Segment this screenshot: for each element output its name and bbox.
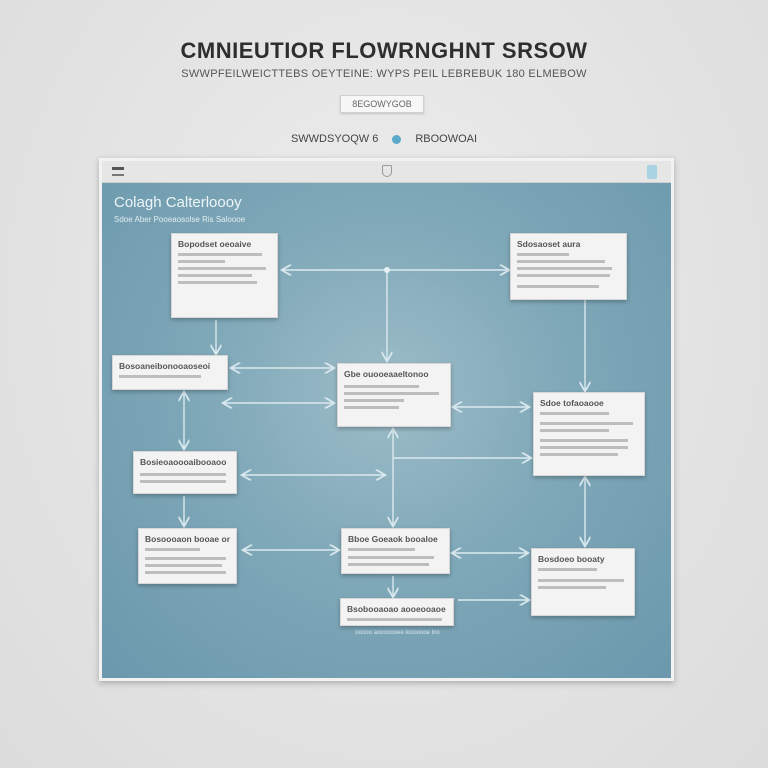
flow-node[interactable]: Gbe ouooeaaeltonoo	[337, 363, 451, 427]
flow-node[interactable]: Bosdoeo booaty	[531, 548, 635, 616]
flow-node[interactable]: Bopodset oeoaive	[171, 233, 278, 318]
flow-node[interactable]: Bsobooaoao aooeooaoe	[340, 598, 454, 626]
footer-note: ooooo aooooooee looooooe loo	[355, 630, 440, 636]
flow-node[interactable]: Bosoooaon booae ono	[138, 528, 237, 584]
flow-node[interactable]: Sdosaoset aura	[510, 233, 627, 300]
flow-node[interactable]: Bosieoaoooaibooaoo	[133, 451, 237, 494]
menu-icon[interactable]	[112, 167, 124, 176]
flow-node[interactable]: Bboe Goeaok booaloe	[341, 528, 450, 574]
node-title: Bboe Goeaok booaloe	[348, 534, 438, 544]
legend-right-label: RBOOWOAI	[415, 133, 478, 145]
legend: SWWDSYOQW 6 RBOOWOAI	[0, 133, 768, 145]
node-title: Bosoaneibonooaoseoi	[119, 361, 211, 371]
node-title: Bopodset oeoaive	[178, 239, 252, 249]
node-title: Sdosaoset aura	[517, 239, 581, 249]
node-title: Bosoooaon booae ono	[145, 534, 230, 544]
window-control-button[interactable]	[647, 165, 657, 179]
node-title: Sdoe tofaoaooe	[540, 398, 604, 408]
flow-node[interactable]: Sdoe tofaoaooe	[533, 392, 645, 476]
header-button[interactable]: 8EGOWYGOB	[340, 95, 424, 113]
page-subtitle: SWWPFEILWEICTTEBS OEYTEINE: WYPS PEIL LE…	[181, 68, 587, 80]
node-title: Bosdoeo booaty	[538, 554, 605, 564]
window-titlebar	[102, 161, 671, 183]
junction-dot	[384, 267, 390, 273]
window-title: Colagh Calterloooy	[114, 194, 242, 211]
node-title: Gbe ouooeaaeltonoo	[344, 369, 429, 379]
flow-node[interactable]: Bosoaneibonooaoseoi	[112, 355, 228, 390]
window-subtitle: Sdoe Aber Pooeaosolse Ris Saloooe	[114, 215, 246, 224]
page-title: CMNIEUTIOR FLOWRNGHNT SRSOW	[180, 38, 588, 63]
legend-left-label: SWWDSYOQW 6	[290, 133, 379, 145]
legend-dot-icon	[392, 134, 402, 144]
shield-icon	[382, 165, 392, 177]
node-title: Bsobooaoao aooeooaoe	[347, 604, 446, 614]
node-title: Bosieoaoooaibooaoo	[140, 457, 227, 467]
